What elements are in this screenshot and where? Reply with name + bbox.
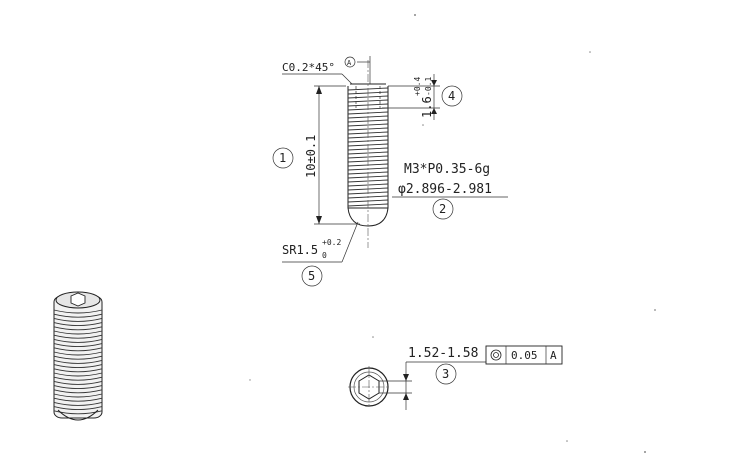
small-thread-rings xyxy=(53,309,103,415)
spherical-tip xyxy=(347,207,389,227)
concentricity-datum: A xyxy=(550,349,557,362)
datum-a-label: A xyxy=(347,59,352,67)
svg-text:3: 3 xyxy=(442,367,449,381)
concentricity-frame: 0.05 A xyxy=(485,345,563,365)
tip-radius-text: SR1.5 xyxy=(282,243,318,257)
socket-depth-main: 1.6 xyxy=(420,96,434,118)
screw-side-view xyxy=(347,60,389,248)
length-dimension: 10±0.1 xyxy=(304,85,360,225)
svg-text:1: 1 xyxy=(279,151,286,165)
diameter-note: φ2.896-2.981 xyxy=(398,182,492,197)
scan-specks xyxy=(249,14,656,453)
concentricity-icon xyxy=(490,349,502,361)
balloon-2: 2 xyxy=(432,198,454,220)
socket-depth-dimension: 1.6 +0.4 -0.1 xyxy=(382,74,440,120)
screw-end-view xyxy=(348,366,390,408)
tip-radius-callout: SR1.5 +0.2 0 xyxy=(282,221,359,263)
small-hex-socket xyxy=(70,292,86,307)
hex-size-dimension: 1.52-1.58 xyxy=(379,346,486,410)
balloon-4: 4 xyxy=(441,85,463,107)
tip-radius-upper: +0.2 xyxy=(322,238,341,247)
svg-text:4: 4 xyxy=(448,89,455,103)
chamfer-callout: C0.2*45° A xyxy=(282,56,371,85)
balloon-5: 5 xyxy=(301,265,323,287)
balloon-1: 1 xyxy=(272,147,294,169)
datum-a-circle xyxy=(344,56,356,68)
socket-depth-upper: +0.4 xyxy=(413,77,422,96)
screw-3d-illustration xyxy=(53,291,103,421)
tip-radius-lower: 0 xyxy=(322,251,327,260)
svg-text:2: 2 xyxy=(439,202,446,216)
chamfer-note: C0.2*45° xyxy=(282,61,335,74)
hex-size-text: 1.52-1.58 xyxy=(408,346,478,361)
concentricity-tolerance: 0.05 xyxy=(511,349,538,362)
svg-text:5: 5 xyxy=(308,269,315,283)
socket-depth-lower: -0.1 xyxy=(424,77,433,96)
balloon-3: 3 xyxy=(435,363,457,385)
length-dim-text: 10±0.1 xyxy=(304,135,318,178)
thread-callout: M3*P0.35-6g φ2.896-2.981 xyxy=(392,162,508,198)
thread-note: M3*P0.35-6g xyxy=(404,162,490,177)
